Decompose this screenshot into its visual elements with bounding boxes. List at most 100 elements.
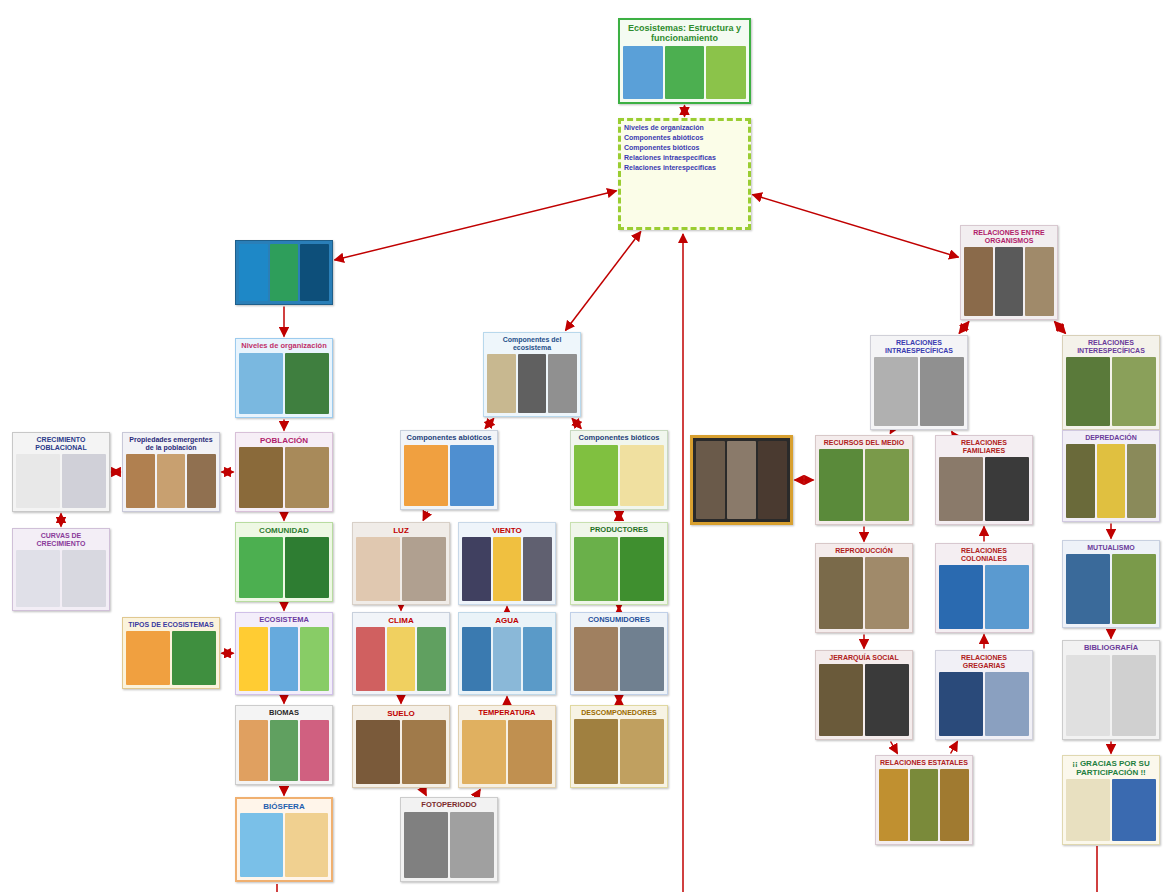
slide-title: Componentes bióticos bbox=[624, 144, 745, 152]
picture-block bbox=[1112, 554, 1156, 624]
slide-picture bbox=[574, 445, 664, 506]
picture-block bbox=[1112, 357, 1156, 426]
slide-box: DEPREDACIÓN bbox=[1062, 430, 1160, 522]
slide-picture bbox=[819, 449, 909, 521]
picture-block bbox=[865, 449, 909, 521]
slide-picture bbox=[462, 627, 552, 691]
arrow-connector bbox=[506, 607, 508, 611]
slide-box: PRODUCTORES bbox=[570, 522, 668, 605]
arrow-connector bbox=[283, 420, 285, 431]
slide-title: RELACIONES FAMILIARES bbox=[939, 439, 1029, 455]
picture-block bbox=[300, 720, 329, 781]
picture-block bbox=[300, 627, 329, 691]
arrow-connector bbox=[222, 471, 234, 473]
slide-title: Ecosistemas: Estructura y funcionamiento bbox=[623, 23, 746, 44]
arrow-connector bbox=[572, 419, 581, 429]
slide-picture bbox=[404, 812, 494, 878]
slide-picture bbox=[239, 244, 329, 301]
slide-box: Niveles de organizaciónComponentes abiót… bbox=[618, 118, 751, 230]
slide-picture bbox=[939, 457, 1029, 521]
arrow-connector bbox=[1110, 630, 1112, 639]
picture-block bbox=[574, 719, 618, 784]
slide-picture bbox=[240, 813, 328, 877]
slide-box: RELACIONES INTRAESPECÍFICAS bbox=[870, 335, 968, 430]
arrow-connector bbox=[952, 432, 953, 434]
picture-block bbox=[356, 627, 385, 691]
arrow-connector bbox=[565, 232, 640, 331]
picture-block bbox=[172, 631, 216, 685]
picture-block bbox=[879, 769, 908, 841]
arrow-connector bbox=[335, 191, 617, 260]
slide-picture bbox=[462, 720, 552, 784]
picture-block bbox=[300, 244, 329, 301]
slide-box: JERARQUÍA SOCIAL bbox=[815, 650, 913, 740]
slide-title: TIPOS DE ECOSISTEMAS bbox=[126, 621, 216, 629]
picture-block bbox=[995, 247, 1024, 316]
picture-block bbox=[758, 441, 787, 519]
slide-picture bbox=[1066, 357, 1156, 426]
arrow-connector bbox=[753, 195, 959, 258]
picture-block bbox=[1112, 655, 1156, 736]
arrow-connector bbox=[684, 106, 686, 117]
picture-block bbox=[1066, 357, 1110, 426]
picture-block bbox=[1066, 554, 1110, 624]
picture-block bbox=[356, 537, 400, 601]
slide-box bbox=[690, 435, 793, 525]
slide-picture bbox=[1066, 655, 1156, 736]
picture-block bbox=[462, 627, 491, 691]
picture-block bbox=[523, 627, 552, 691]
slide-box: RELACIONES GREGARIAS bbox=[935, 650, 1033, 740]
slide-box: MUTUALISMO bbox=[1062, 540, 1160, 628]
arrow-connector bbox=[1054, 322, 1065, 334]
arrow-connector bbox=[951, 742, 958, 754]
exit-line bbox=[276, 884, 278, 892]
picture-block bbox=[462, 537, 491, 601]
slide-title: PRODUCTORES bbox=[574, 526, 664, 535]
slide-picture bbox=[574, 719, 664, 784]
picture-block bbox=[548, 354, 577, 413]
arrow-connector bbox=[60, 514, 62, 527]
picture-block bbox=[574, 627, 618, 691]
picture-block bbox=[874, 357, 918, 426]
picture-block bbox=[727, 441, 756, 519]
picture-block bbox=[865, 664, 909, 736]
picture-block bbox=[462, 720, 506, 784]
arrow-connector bbox=[983, 527, 985, 542]
slide-picture bbox=[874, 357, 964, 426]
picture-block bbox=[1127, 444, 1156, 518]
picture-block bbox=[819, 449, 863, 521]
picture-block bbox=[964, 247, 993, 316]
slide-box: TEMPERATURA bbox=[458, 705, 556, 788]
slide-box: Componentes bióticos bbox=[570, 430, 668, 510]
picture-block bbox=[285, 447, 329, 508]
slide-picture bbox=[574, 627, 664, 691]
slide-title: DESCOMPONEDORES bbox=[574, 709, 664, 717]
picture-block bbox=[910, 769, 939, 841]
slide-box: RELACIONES FAMILIARES bbox=[935, 435, 1033, 525]
picture-block bbox=[1112, 779, 1156, 841]
slide-picture bbox=[879, 769, 969, 841]
picture-block bbox=[16, 550, 60, 607]
arrow-connector bbox=[983, 635, 985, 649]
slide-box bbox=[235, 240, 333, 305]
picture-block bbox=[939, 672, 983, 736]
arrow-connector bbox=[1110, 524, 1112, 539]
slide-box: Propiedades emergentes de la población bbox=[122, 432, 220, 512]
slide-title: Relaciones intraespecíficas bbox=[624, 154, 745, 162]
slide-title: RELACIONES ESTATALES bbox=[879, 759, 969, 767]
slide-box: LUZ bbox=[352, 522, 450, 605]
picture-block bbox=[939, 457, 983, 521]
arrow-connector bbox=[1110, 742, 1112, 754]
arrow-connector bbox=[618, 697, 620, 704]
arrow-connector bbox=[959, 322, 969, 334]
slide-box: CURVAS DE CRECIMIENTO bbox=[12, 528, 110, 611]
slide-box: RELACIONES COLONIALES bbox=[935, 543, 1033, 633]
slide-box: RECURSOS DEL MEDIO bbox=[815, 435, 913, 525]
slide-box: AGUA bbox=[458, 612, 556, 695]
slide-box: RELACIONES ESTATALES bbox=[875, 755, 973, 845]
picture-block bbox=[356, 720, 400, 784]
slide-picture bbox=[623, 46, 746, 99]
slide-title: DEPREDACIÓN bbox=[1066, 434, 1156, 442]
slide-box: CONSUMIDORES bbox=[570, 612, 668, 695]
